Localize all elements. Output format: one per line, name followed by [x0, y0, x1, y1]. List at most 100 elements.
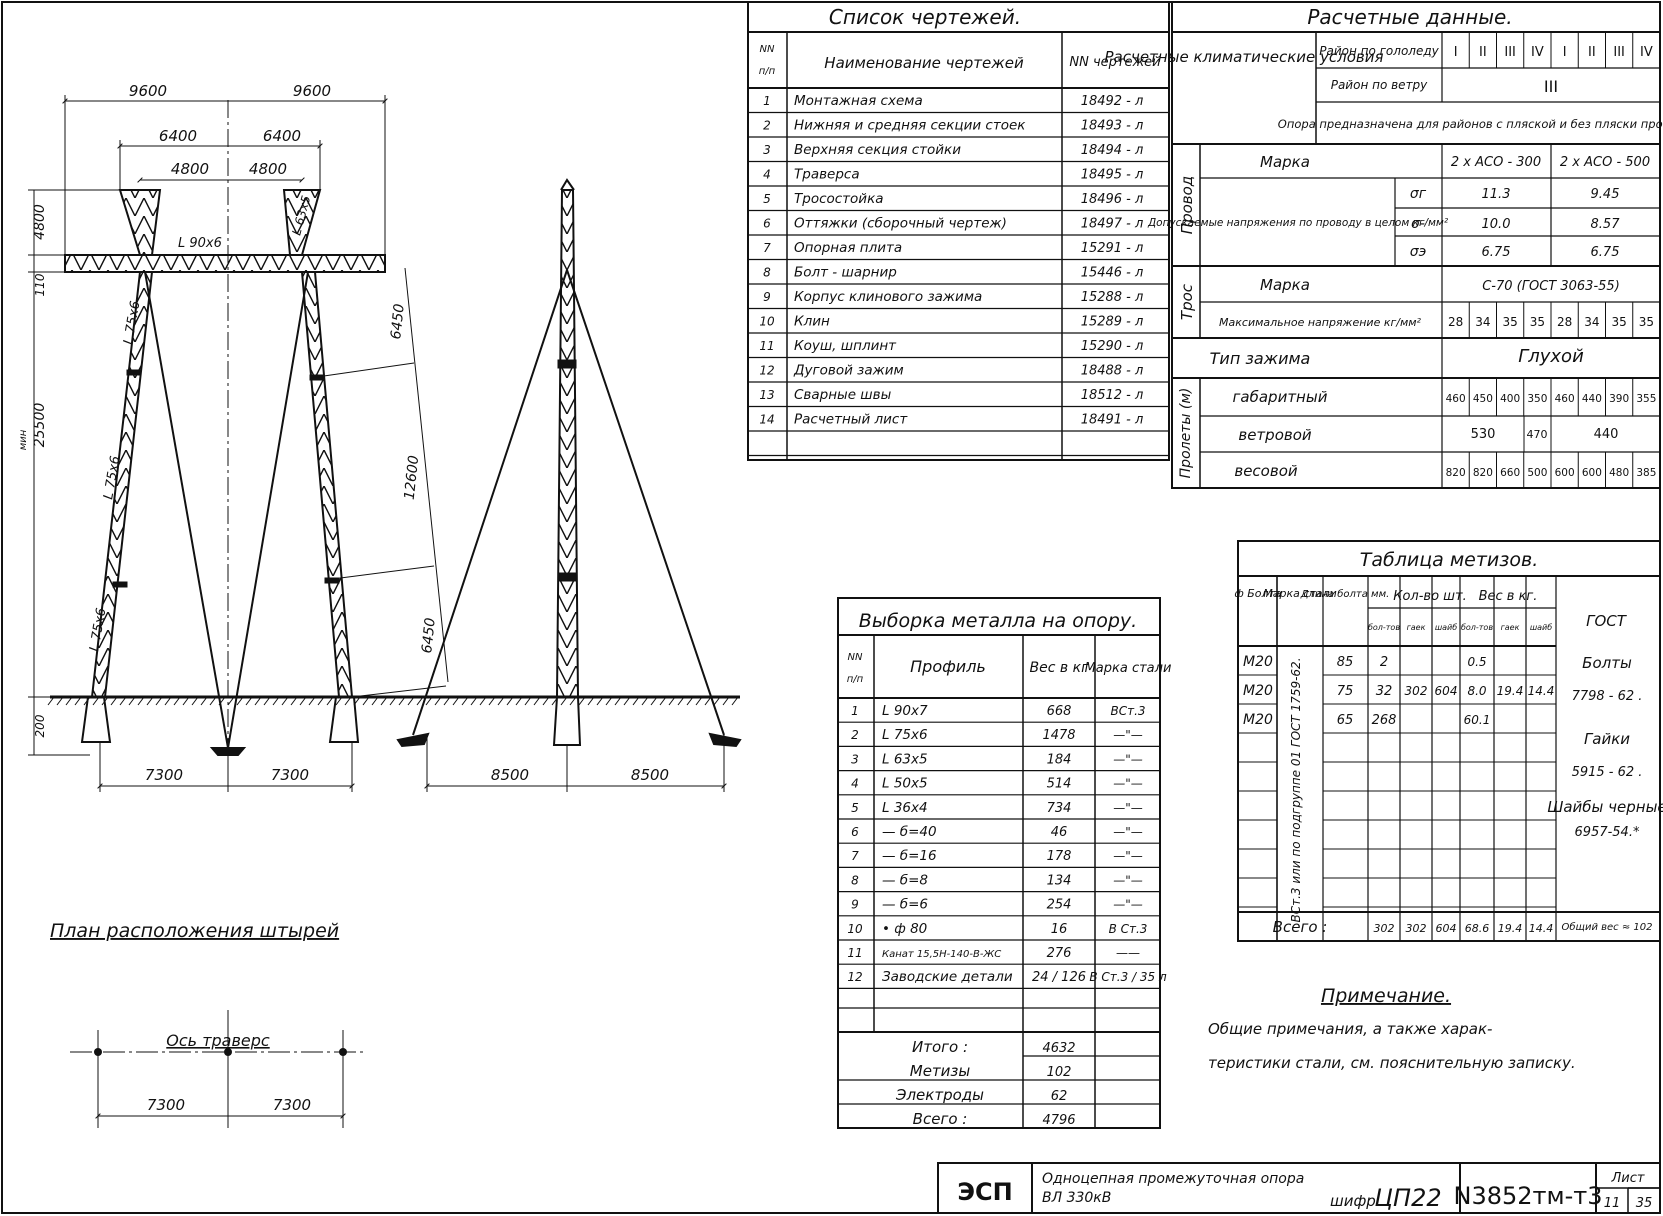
- cable-stress: 28: [1557, 315, 1572, 329]
- wind-region: III: [1544, 77, 1558, 96]
- span-gab: 400: [1500, 393, 1520, 405]
- span-gab: 350: [1527, 393, 1547, 405]
- metal-total-label: Электроды: [895, 1086, 984, 1104]
- span-wind: 530: [1471, 427, 1496, 442]
- stamp-code-label: шифр: [1330, 1192, 1376, 1210]
- metal-row-steel: ——: [1116, 946, 1140, 960]
- ground-hatch: [47, 696, 739, 706]
- fasteners-header-qty: Кол-во шт.: [1393, 589, 1467, 604]
- fasteners-steel-note: ВСт.3 или по подгруппе 01 ГОСТ 1759-62.: [1289, 657, 1303, 922]
- note-title: Примечание.: [1321, 985, 1451, 1007]
- metal-row-weight: 184: [1047, 752, 1072, 767]
- fasteners-gost: 6957-54.*: [1575, 825, 1640, 840]
- drawing-row-name: Болт - шарнир: [794, 265, 897, 281]
- cable-stress: 35: [1611, 315, 1626, 329]
- metal-total-value: 4632: [1042, 1041, 1075, 1056]
- metal-row-weight: 24 / 126: [1032, 970, 1086, 985]
- cable-stress: 28: [1448, 315, 1463, 329]
- span-gab: 460: [1555, 393, 1575, 405]
- span-weight: 500: [1527, 467, 1547, 479]
- metal-row-no: 2: [851, 728, 859, 742]
- metal-row-weight: 734: [1047, 801, 1072, 816]
- metal-total-label: Итого :: [912, 1038, 968, 1056]
- fasteners-subheader: гаек: [1407, 623, 1426, 632]
- plan-title: План расположения штырей: [50, 920, 339, 942]
- drawing-row-name: Сварные швы: [794, 387, 892, 403]
- dim-12600: 12600: [402, 455, 423, 501]
- fastener-qty: 2: [1380, 655, 1388, 670]
- metal-row-steel: —"—: [1113, 752, 1143, 766]
- metal-row-no: 9: [851, 898, 859, 912]
- dim-6450-top: 6450: [388, 303, 408, 340]
- fasteners-gost: 7798 - 62 .: [1572, 689, 1643, 704]
- drawing-row-name: Дуговой зажим: [793, 363, 904, 379]
- drawing-row-name: Траверса: [794, 167, 860, 183]
- drawing-row-name: Коуш, шплинт: [794, 338, 897, 354]
- span-weight: 820: [1446, 467, 1466, 479]
- span-gab-label: габаритный: [1233, 388, 1328, 406]
- footing-right: [328, 696, 360, 743]
- metal-row-no: 8: [851, 873, 859, 887]
- span-weight: 660: [1500, 467, 1520, 479]
- drawing-row-name: Клин: [794, 314, 830, 330]
- fastener-qty: 32: [1376, 684, 1393, 699]
- fastener-length: 85: [1337, 655, 1354, 670]
- stress-symbol: σг: [1410, 186, 1427, 202]
- metal-total-value: 102: [1047, 1065, 1072, 1080]
- drawing-row-number: 15289 - л: [1081, 315, 1144, 330]
- drawing-row-no: 12: [759, 364, 774, 378]
- drawing-row-number: 18494 - л: [1081, 143, 1144, 158]
- cable-stress: 34: [1584, 315, 1599, 329]
- dim-4800-right: 4800: [249, 160, 287, 178]
- metal-row-steel: —"—: [1113, 777, 1143, 791]
- drawing-row-number: 18496 - л: [1081, 192, 1144, 207]
- drawing-row-number: 15291 - л: [1081, 241, 1144, 256]
- cable-stress: 35: [1639, 315, 1654, 329]
- span-gab: 450: [1473, 393, 1493, 405]
- fasteners-title: Таблица метизов.: [1360, 549, 1538, 571]
- metal-row-no: 7: [851, 849, 859, 863]
- stamp-sheet: 11: [1604, 1196, 1621, 1211]
- splice: [126, 369, 142, 376]
- stamp-sheets-total: 35: [1636, 1196, 1653, 1211]
- metal-row-no: 6: [851, 825, 859, 839]
- drawing-row-number: 18493 - л: [1081, 119, 1144, 134]
- drawing-row-name: Расчетный лист: [794, 412, 908, 428]
- cable-stress-label: Максимальное напряжение кг/мм²: [1219, 316, 1422, 329]
- span-wind: 440: [1594, 427, 1619, 442]
- stamp-description: Одноцепная промежуточная опора: [1042, 1171, 1304, 1187]
- drawing-row-no: 4: [763, 168, 771, 182]
- metal-row-weight: 668: [1047, 704, 1072, 719]
- drawing-row-name: Тросостойка: [794, 191, 884, 207]
- drawings-list-header-name: Наименование чертежей: [824, 54, 1024, 72]
- metal-row-no: 3: [851, 752, 859, 766]
- span-gab: 355: [1636, 393, 1656, 405]
- drawing-row-number: 18491 - л: [1081, 413, 1144, 428]
- drawing-row-no: 11: [759, 339, 774, 353]
- drawing-row-no: 9: [763, 290, 771, 304]
- dim-6400-left: 6400: [159, 127, 197, 145]
- dim-6450-bottom: 6450: [419, 617, 439, 654]
- fastener-dia: М20: [1243, 712, 1273, 728]
- span-weight-label: весовой: [1234, 462, 1298, 480]
- stress-value: 10.0: [1482, 217, 1511, 232]
- drawing-row-name: Нижняя и средняя секции стоек: [794, 118, 1026, 134]
- drawing-row-number: 15288 - л: [1081, 290, 1144, 305]
- wire-mark: 2 x АСО - 500: [1560, 155, 1650, 170]
- drawing-row-number: 18492 - л: [1081, 94, 1144, 109]
- fasteners-total-note: Общий вес ≈ 102: [1561, 921, 1652, 933]
- fasteners-header-steel: Марка стали: [1263, 587, 1336, 600]
- anchor-plate: [209, 747, 247, 756]
- cable-stress: 35: [1530, 315, 1545, 329]
- drawing-row-no: 5: [763, 192, 771, 206]
- drawing-row-number: 18512 - л: [1081, 388, 1144, 403]
- fasteners-subheader: шайб: [1435, 623, 1457, 632]
- dim-4800-left: 4800: [171, 160, 209, 178]
- cable-group-label: Трос: [1178, 283, 1196, 320]
- splice: [112, 581, 128, 588]
- stress-value: 11.3: [1482, 187, 1511, 202]
- drawing-row-number: 15290 - л: [1081, 339, 1144, 354]
- fasteners-gost: Болты: [1582, 654, 1632, 672]
